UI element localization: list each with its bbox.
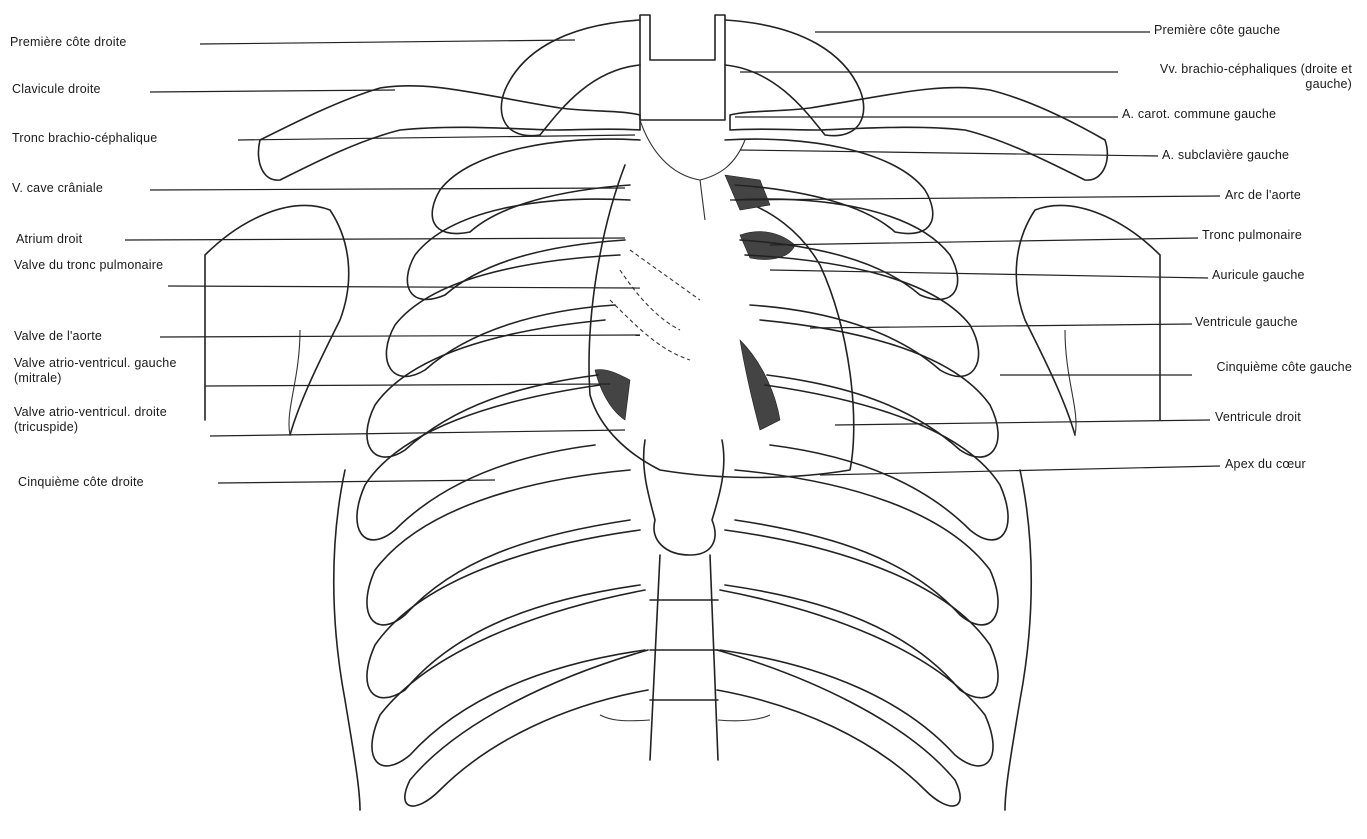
valve-outline [610, 250, 700, 360]
left-clavicle [730, 88, 1107, 181]
label-auricule-gauche: Auricule gauche [1212, 268, 1305, 283]
label-tronc-brachio-cephalique: Tronc brachio-céphalique [12, 131, 157, 146]
label-a-subclaviere-gauche: A. subclavière gauche [1162, 148, 1289, 163]
right-clavicle [258, 86, 640, 180]
heart-outline [589, 165, 854, 478]
label-valve-aorte: Valve de l'aorte [14, 329, 102, 344]
xiphoid-process [650, 555, 718, 760]
label-cinquieme-cote-droite: Cinquième côte droite [18, 475, 144, 490]
label-clavicule-droite: Clavicule droite [12, 82, 101, 97]
aorta-shading [725, 175, 770, 210]
label-apex-coeur: Apex du cœur [1225, 457, 1306, 472]
spine-tab [600, 715, 770, 721]
label-tronc-pulmonaire: Tronc pulmonaire [1202, 228, 1302, 243]
label-premiere-cote-droite: Première côte droite [10, 35, 127, 50]
sternum-body [644, 440, 724, 555]
label-premiere-cote-gauche: Première côte gauche [1154, 23, 1280, 38]
manubrium [640, 15, 725, 120]
ventricle-shading [740, 340, 780, 430]
label-ventricule-gauche: Ventricule gauche [1195, 315, 1298, 330]
label-arc-aorte: Arc de l'aorte [1225, 188, 1301, 203]
aortic-arch [640, 120, 745, 220]
label-valve-mitrale: Valve atrio-ventricul. gauche (mitrale) [14, 356, 202, 386]
right-atrium-shading [595, 369, 630, 420]
label-a-carot-commune-gauche: A. carot. commune gauche [1122, 107, 1276, 122]
label-valve-tronc-pulmonaire: Valve du tronc pulmonaire [14, 258, 164, 273]
label-atrium-droit: Atrium droit [16, 232, 82, 247]
label-v-cave-craniale: V. cave crâniale [12, 181, 103, 196]
label-vv-brachio-cephaliques: Vv. brachio-céphaliques (droite et gauch… [1120, 62, 1352, 92]
label-valve-tricuspide: Valve atrio-ventricul. droite (tricuspid… [14, 405, 206, 435]
label-cinquieme-cote-gauche: Cinquième côte gauche [1196, 360, 1352, 375]
label-ventricule-droit: Ventricule droit [1215, 410, 1301, 425]
